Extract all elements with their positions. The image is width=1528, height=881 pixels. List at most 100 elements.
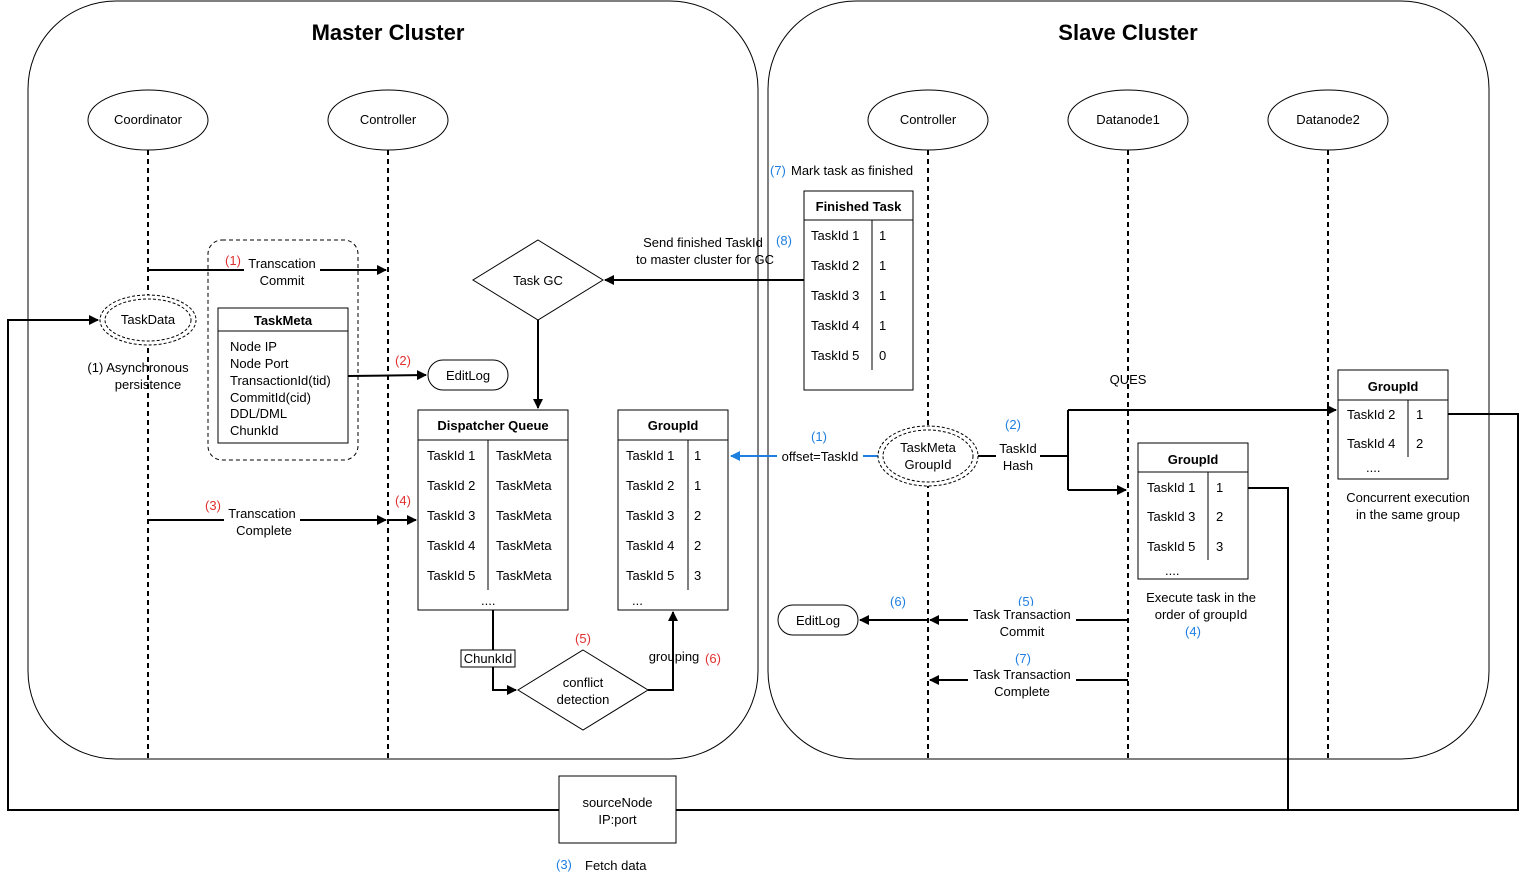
execute-order-line1: Execute task in the [1146, 590, 1256, 605]
conflict-detection-line1: conflict [562, 675, 604, 690]
fetch-dn1-line [676, 487, 1289, 811]
dn2-row-1-id: TaskId 2 [1347, 407, 1396, 422]
taskmeta-title: TaskMeta [253, 313, 313, 328]
async-persistence-line1: (1) Asynchronous [87, 360, 189, 375]
dispatcher-row-4-meta: TaskMeta [496, 538, 552, 553]
master-groupid-row-4-val: 2 [694, 538, 702, 553]
dn1-row-1-id: TaskId 1 [1147, 480, 1196, 495]
finished-row-4-val: 1 [879, 318, 887, 333]
fetch-data-label: Fetch data [585, 858, 647, 873]
source-step3-num: (3) [556, 857, 572, 872]
taskmeta-field-node-ip: Node IP [230, 339, 277, 354]
datanode2-groupid-table [1337, 369, 1449, 480]
editlog-arrow [347, 370, 427, 381]
finished-row-5-id: TaskId 5 [811, 348, 860, 363]
slave-step6-num: (6) [890, 594, 906, 609]
slave-step5-num: (5) [1018, 594, 1034, 609]
grouping-label: grouping [648, 649, 700, 664]
async-persistence-line2: persistence [114, 377, 182, 392]
taskdata-node-inner [104, 298, 192, 342]
master-groupid-row-1-val: 1 [694, 448, 702, 463]
taskdata-label: TaskData [120, 312, 176, 327]
finished-row-2-val: 1 [879, 258, 887, 273]
slave-controller-label: Controller [899, 112, 957, 127]
finished-row-5-val: 0 [879, 348, 887, 363]
transaction-commit-line2: Commit [244, 272, 320, 289]
master-step1-num: (1) [225, 253, 241, 268]
fetch-left-line [7, 315, 559, 811]
conflict-detection-diamond [517, 649, 649, 731]
master-controller-label: Controller [359, 112, 417, 127]
dispatcher-row-1-meta: TaskMeta [496, 448, 552, 463]
finished-title: Finished Task [815, 199, 902, 214]
master-groupid-row-5-id: TaskId 5 [626, 568, 675, 583]
master-editlog-label: EditLog [445, 368, 491, 383]
task-commit-line1: Task Transaction [968, 606, 1076, 623]
dn1-row-2-val: 2 [1216, 509, 1224, 524]
dn1-row-3-id: TaskId 5 [1147, 539, 1196, 554]
dn1-groupid-title: GroupId [1167, 452, 1219, 467]
dn2-more: .... [1366, 460, 1381, 475]
slave-step7-num: (7) [1015, 651, 1031, 666]
grouping-arrow [648, 611, 678, 691]
master-groupid-row-3-id: TaskId 3 [626, 508, 675, 523]
dn1-row-3-val: 3 [1216, 539, 1224, 554]
offset-label: offset=TaskId [777, 448, 863, 465]
coordinator-label: Coordinator [114, 112, 182, 127]
dispatcher-title: Dispatcher Queue [437, 418, 549, 433]
master-groupid-table [617, 409, 729, 611]
finished-row-1-val: 1 [879, 228, 887, 243]
fetch-dn2-line [1288, 413, 1519, 811]
ques-label: QUES [1109, 372, 1147, 387]
finished-row-1-id: TaskId 1 [811, 228, 860, 243]
taskmeta-field-ddl-dml: DDL/DML [230, 406, 288, 421]
dispatcher-row-5-meta: TaskMeta [496, 568, 552, 583]
slave-editlog-box [777, 604, 859, 636]
slave-step8-num: (8) [776, 233, 792, 248]
master-step2-num: (2) [395, 353, 411, 368]
concurrent-line2: in the same group [1355, 507, 1461, 522]
dn2-row-2-id: TaskId 4 [1347, 436, 1396, 451]
dispatcher-row-5-id: TaskId 5 [427, 568, 476, 583]
task-complete-line2: Complete [968, 683, 1076, 700]
master-groupid-row-5-val: 3 [694, 568, 702, 583]
dn2-groupid-title: GroupId [1367, 379, 1419, 394]
mark-finished-label: Mark task as finished [791, 162, 914, 179]
finished-row-4-id: TaskId 4 [811, 318, 860, 333]
master-groupid-row-2-val: 1 [694, 478, 702, 493]
source-node-box [558, 775, 677, 844]
task-gc-label: Task GC [513, 273, 563, 288]
taskmeta-field-commit-id: CommitId(cid) [230, 390, 311, 405]
taskmeta-groupid-line2: GroupId [904, 457, 952, 472]
datanode1-label: Datanode1 [1096, 112, 1160, 127]
master-groupid-title: GroupId [647, 418, 699, 433]
hash-label-line2: Hash [996, 457, 1040, 474]
concurrent-line1: Concurrent execution [1346, 490, 1470, 505]
source-node-line2: IP:port [598, 812, 637, 827]
dispatcher-row-4-id: TaskId 4 [427, 538, 476, 553]
source-node-line1: sourceNode [582, 795, 653, 810]
send-finished-line1: Send finished TaskId [643, 235, 763, 250]
dispatcher-row-1-id: TaskId 1 [427, 448, 476, 463]
hash-label-line1: TaskId [996, 440, 1040, 457]
transaction-complete-line1: Transcation [224, 505, 300, 522]
finished-row-2-id: TaskId 2 [811, 258, 860, 273]
dispatcher-row-3-meta: TaskMeta [496, 508, 552, 523]
dispatcher-queue-table [417, 409, 569, 611]
transaction-complete-line2: Complete [224, 522, 304, 539]
chunkid-label: ChunkId [463, 651, 513, 666]
master-step4-num: (4) [395, 493, 411, 508]
taskdata-node [99, 294, 197, 346]
slave-step2-num: (2) [1005, 417, 1021, 432]
dn1-row-2-id: TaskId 3 [1147, 509, 1196, 524]
master-cluster-title: Master Cluster [311, 20, 465, 45]
taskmeta-groupid-node-inner [882, 429, 974, 483]
master-step5-num: (5) [575, 631, 591, 646]
dispatcher-more: .... [481, 593, 496, 608]
dispatcher-row-3-id: TaskId 3 [427, 508, 476, 523]
conflict-detection-line2: detection [556, 692, 610, 707]
slave-step1-num: (1) [811, 429, 827, 444]
chunkid-tag [460, 649, 516, 668]
slave-step4-num: (4) [1185, 624, 1201, 639]
taskmeta-field-chunk-id: ChunkId [230, 423, 279, 438]
